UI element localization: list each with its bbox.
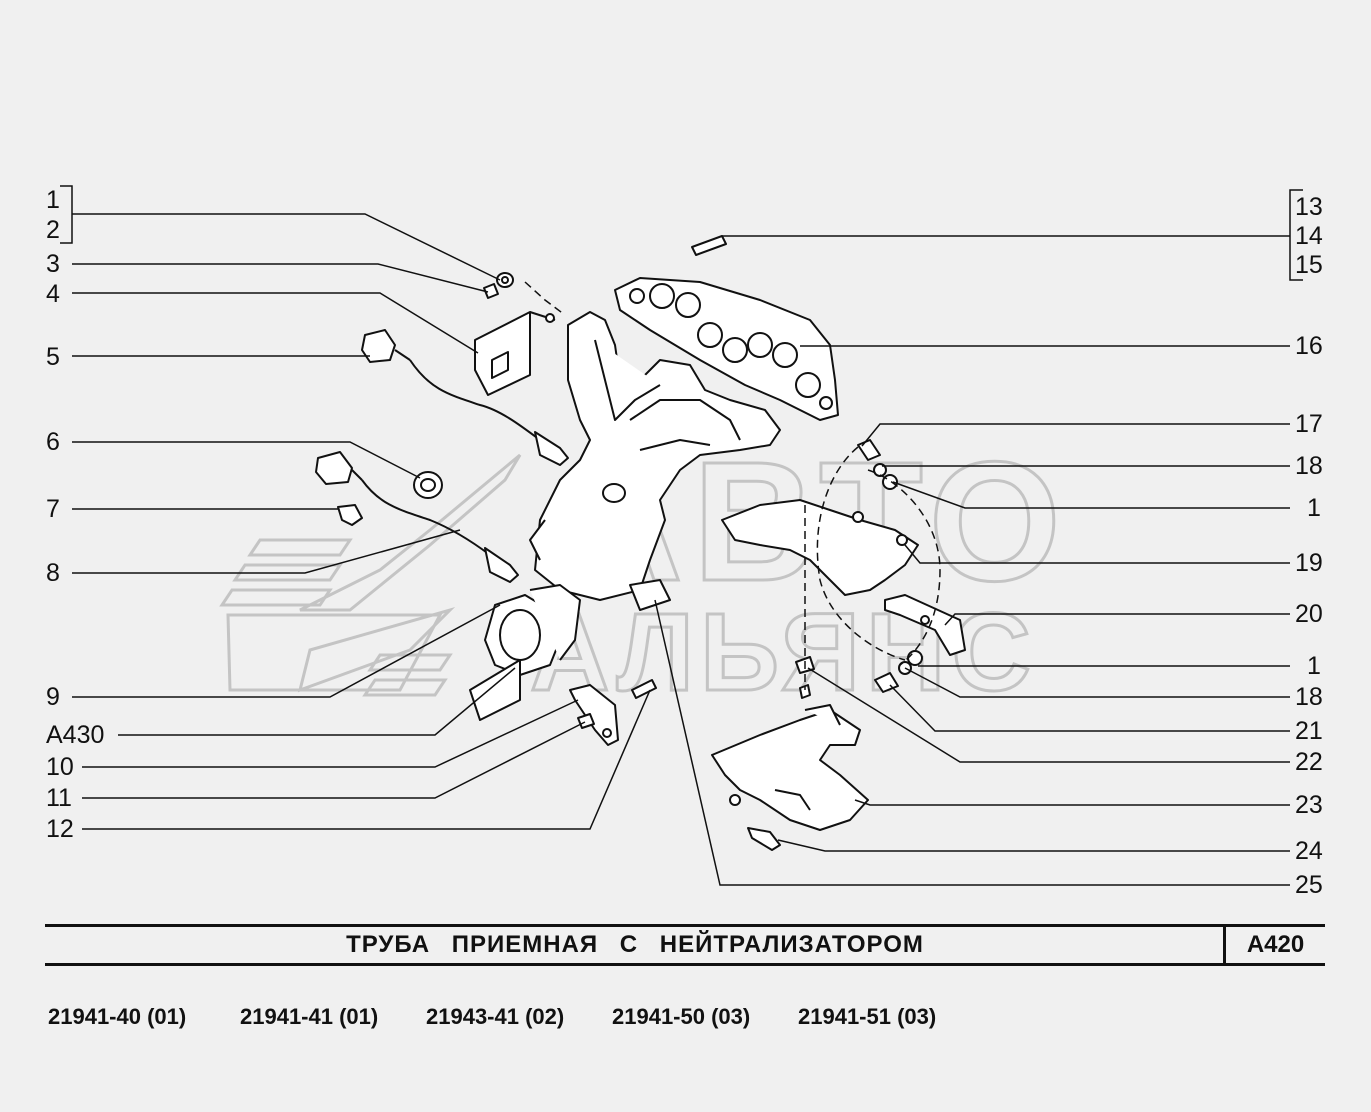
bolt-24: [747, 827, 781, 851]
model-item: 21941-41 (01): [240, 1004, 379, 1029]
watermark-logo: [219, 453, 522, 697]
callout-5: 5: [46, 343, 60, 371]
oxygen-sensor-1: [361, 329, 569, 466]
callout-12: 12: [46, 815, 74, 843]
washer-18a: [873, 463, 887, 477]
callout-15: 15: [1295, 251, 1323, 279]
plate-10: [569, 684, 619, 746]
callout-17: 17: [1295, 410, 1323, 438]
bracket-20: [884, 594, 966, 656]
title-bar: ТРУБА ПРИЕМНАЯ С НЕЙТРАЛИЗАТОРОМ A420: [45, 924, 1325, 966]
callout-7: 7: [46, 495, 60, 523]
callout-20: 20: [1295, 600, 1323, 628]
watermark-line2: АЛЬЯНС: [530, 591, 1037, 714]
callout-23: 23: [1295, 791, 1323, 819]
stud-12: [631, 679, 657, 699]
callout-16: 16: [1295, 332, 1323, 360]
callout-6: 6: [46, 428, 60, 456]
callout-24: 24: [1295, 837, 1323, 865]
washer-1b: [907, 650, 923, 666]
callout-9: 9: [46, 683, 60, 711]
callout-25: 25: [1295, 871, 1323, 899]
callout-18a: 18: [1295, 452, 1323, 480]
callout-1: 1: [46, 186, 60, 214]
callout-2: 2: [46, 216, 60, 244]
assembly-lines: [524, 281, 941, 690]
callout-4: 4: [46, 280, 60, 308]
diagram-title: ТРУБА ПРИЕМНАЯ С НЕЙТРАЛИЗАТОРОМ: [346, 931, 924, 958]
callout-18b: 18: [1295, 683, 1323, 711]
model-list: 21941-40 (01) 21941-41 (01) 21943-41 (02…: [48, 1004, 984, 1034]
callout-13: 13: [1295, 193, 1323, 221]
model-item: 21941-40 (01): [48, 1004, 187, 1029]
title-divider: [1223, 927, 1226, 963]
heat-shield-lower: [711, 704, 869, 831]
oxygen-sensor-2: [315, 451, 519, 583]
parts: [315, 235, 966, 851]
callout-19: 19: [1295, 549, 1323, 577]
clip: [337, 504, 363, 526]
stud-top: [691, 235, 727, 256]
model-item: 21941-50 (03): [612, 1004, 751, 1029]
callout-1a: 1: [1307, 494, 1321, 522]
callout-21: 21: [1295, 717, 1323, 745]
model-item: 21943-41 (02): [426, 1004, 565, 1029]
seal-ring: [413, 471, 443, 499]
heat-shield-upper: [721, 499, 919, 596]
model-item: 21941-51 (03): [798, 1004, 937, 1029]
callout-22: 22: [1295, 748, 1323, 776]
callout-14: 14: [1295, 222, 1323, 250]
diagram-code: A420: [1246, 931, 1305, 958]
leader-lines: [60, 185, 1303, 886]
callout-10: 10: [46, 753, 74, 781]
callout-1b: 1: [1307, 652, 1321, 680]
callout-a430: A430: [46, 721, 105, 749]
callout-3: 3: [46, 250, 60, 278]
callout-11: 11: [46, 784, 72, 812]
manifold-converter: [529, 311, 781, 611]
washer-nut: [483, 272, 514, 299]
callout-8: 8: [46, 559, 60, 587]
bracket-4: [474, 311, 556, 396]
manifold-gasket: [614, 277, 839, 421]
